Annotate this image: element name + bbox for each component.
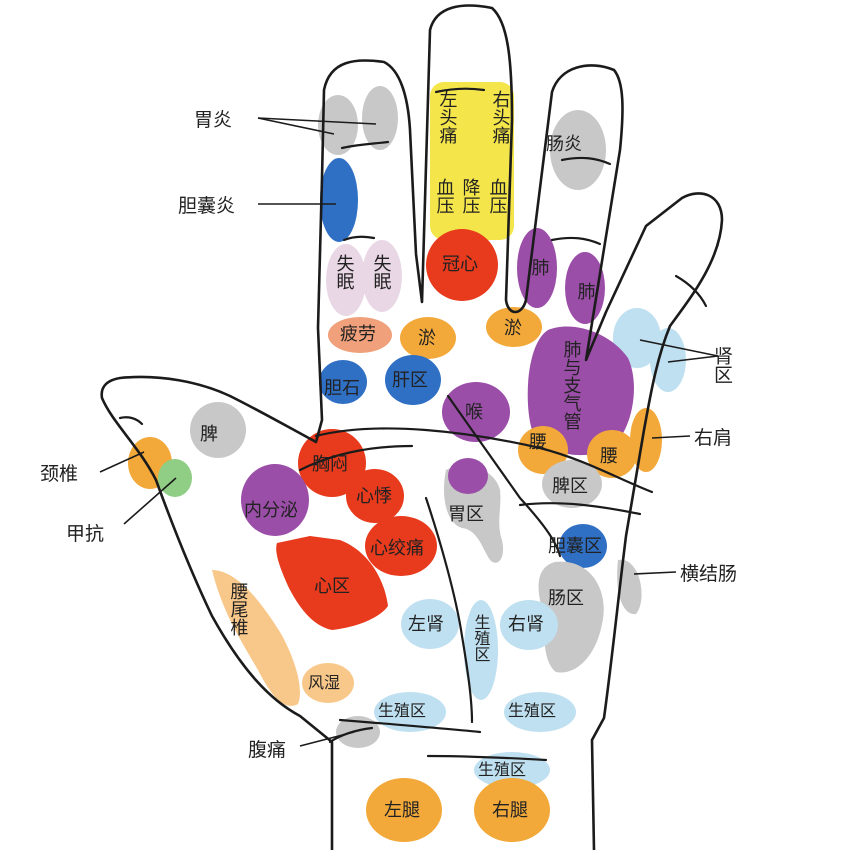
heart-zone bbox=[276, 536, 388, 630]
angina-zone bbox=[365, 516, 437, 576]
label-xinji: 心悸 bbox=[356, 486, 392, 507]
label-jiakang: 甲抗 bbox=[66, 523, 104, 545]
stomach-zone-2 bbox=[362, 86, 398, 150]
abdominal-pain-zone bbox=[336, 716, 380, 748]
reproductive-zone-3 bbox=[474, 752, 550, 788]
label-danshi: 胆石 bbox=[324, 378, 360, 399]
label-zuo-toutong: 左头痛 bbox=[437, 90, 458, 145]
palm-creases bbox=[118, 87, 708, 762]
label-xueya-l: 血压 bbox=[434, 178, 455, 214]
label-dannangqu: 胆囊区 bbox=[548, 536, 602, 557]
label-yao-wei-zhui: 腰尾椎 bbox=[228, 582, 249, 636]
gallstone-zone bbox=[319, 360, 367, 404]
zone-shapes bbox=[128, 82, 686, 842]
spleen-zone bbox=[190, 402, 246, 458]
kidney-finger-zone-1 bbox=[613, 308, 661, 368]
label-changyan: 肠炎 bbox=[546, 134, 582, 155]
coronary-zone bbox=[426, 229, 498, 301]
label-shengzhiqu-1: 生殖区 bbox=[378, 701, 426, 720]
chest-tightness-zone bbox=[298, 429, 366, 497]
intestine-zone bbox=[538, 561, 604, 673]
insomnia-zone-2 bbox=[362, 240, 402, 312]
waist-zone-1 bbox=[518, 426, 568, 474]
lung-bronchus-zone bbox=[527, 326, 634, 456]
right-leg-zone bbox=[474, 778, 550, 842]
label-yu-1: 淤 bbox=[418, 328, 436, 349]
leader-lines bbox=[99, 117, 719, 747]
endocrine-zone bbox=[241, 464, 309, 536]
label-xinjiaotong: 心绞痛 bbox=[370, 538, 424, 559]
label-hengjiechang: 横结肠 bbox=[680, 563, 737, 585]
label-youtui: 右腿 bbox=[492, 800, 528, 821]
label-fei-2: 肺 bbox=[575, 282, 596, 301]
gallbladder-area-zone bbox=[559, 524, 607, 568]
label-xinqu: 心区 bbox=[314, 576, 350, 597]
stasis-zone-2 bbox=[486, 307, 542, 347]
label-jiangya: 降压 bbox=[460, 178, 481, 214]
left-leg-zone bbox=[366, 778, 442, 842]
label-changqu: 肠区 bbox=[548, 588, 584, 609]
insomnia-zone-1 bbox=[326, 244, 366, 316]
right-kidney-zone bbox=[500, 600, 558, 650]
label-pilao: 疲劳 bbox=[340, 324, 376, 345]
label-shimian-1: 失眠 bbox=[334, 254, 355, 290]
spleen-area-zone bbox=[542, 460, 602, 508]
label-fei-1: 肺 bbox=[529, 258, 550, 277]
label-shengzhiqu-3: 生殖区 bbox=[478, 760, 526, 779]
throat-zone bbox=[442, 382, 510, 442]
label-zuotui: 左腿 bbox=[384, 800, 420, 821]
label-weiqu: 胃区 bbox=[448, 504, 484, 525]
liver-zone bbox=[385, 355, 441, 405]
label-xueya-r: 血压 bbox=[487, 178, 508, 214]
label-ganqu: 肝区 bbox=[392, 370, 428, 391]
label-shengzhi-mid: 生殖区 bbox=[472, 614, 491, 662]
rheumatism-zone bbox=[302, 663, 354, 703]
label-youshen: 右肾 bbox=[508, 614, 544, 635]
stasis-zone-1 bbox=[400, 317, 456, 359]
waist-zone-2 bbox=[587, 430, 637, 478]
label-yao-2: 腰 bbox=[600, 446, 618, 467]
label-zuoshen: 左肾 bbox=[408, 614, 444, 635]
label-fengshi: 风湿 bbox=[308, 673, 340, 692]
lumbar-tail-zone bbox=[212, 570, 300, 706]
label-jingzhui: 颈椎 bbox=[40, 463, 78, 485]
zone-labels: 左头痛 右头痛 血压 降压 血压 失眠 失眠 肺 肺 肺与支气管 腰尾椎 生殖区… bbox=[200, 90, 618, 821]
label-guanxin: 冠心 bbox=[442, 254, 478, 275]
gallbladder-zone bbox=[320, 158, 358, 242]
label-you-toutong: 右头痛 bbox=[490, 90, 511, 145]
label-yao-1: 腰 bbox=[529, 432, 547, 453]
outer-labels: 胃炎 胆囊炎 颈椎 甲抗 腹痛 右肩 横结肠 肾区 bbox=[40, 109, 737, 761]
reproductive-zone-2 bbox=[504, 692, 576, 732]
right-shoulder-zone bbox=[630, 408, 662, 472]
hand-outline bbox=[100, 4, 724, 850]
reproductive-mid-zone bbox=[464, 600, 498, 700]
label-shenqu: 肾区 bbox=[711, 346, 733, 384]
label-pi: 脾 bbox=[200, 424, 218, 445]
intestine-finger-zone bbox=[550, 110, 606, 190]
label-piqu: 脾区 bbox=[552, 476, 588, 497]
label-youjian: 右肩 bbox=[694, 427, 732, 449]
fatigue-zone bbox=[328, 317, 392, 353]
label-neifenmi: 内分泌 bbox=[244, 500, 298, 521]
stomach-area-top bbox=[448, 458, 488, 494]
label-futong: 腹痛 bbox=[248, 739, 286, 761]
label-dannangyan: 胆囊炎 bbox=[178, 195, 235, 217]
middle-finger-yellow-band bbox=[430, 82, 514, 240]
left-kidney-zone bbox=[401, 599, 459, 649]
label-feiyu-zhiqiguan: 肺与支气管 bbox=[561, 340, 582, 430]
label-xiongmen: 胸闷 bbox=[312, 454, 348, 475]
label-weiyan: 胃炎 bbox=[194, 109, 232, 131]
stomach-zone-1 bbox=[318, 95, 358, 155]
label-shimian-2: 失眠 bbox=[371, 254, 392, 290]
label-yu-2: 淤 bbox=[504, 318, 522, 339]
label-shengzhiqu-2: 生殖区 bbox=[508, 701, 556, 720]
reproductive-zone-1 bbox=[374, 692, 446, 732]
label-hou: 喉 bbox=[465, 402, 483, 423]
palpitation-zone bbox=[346, 469, 404, 523]
